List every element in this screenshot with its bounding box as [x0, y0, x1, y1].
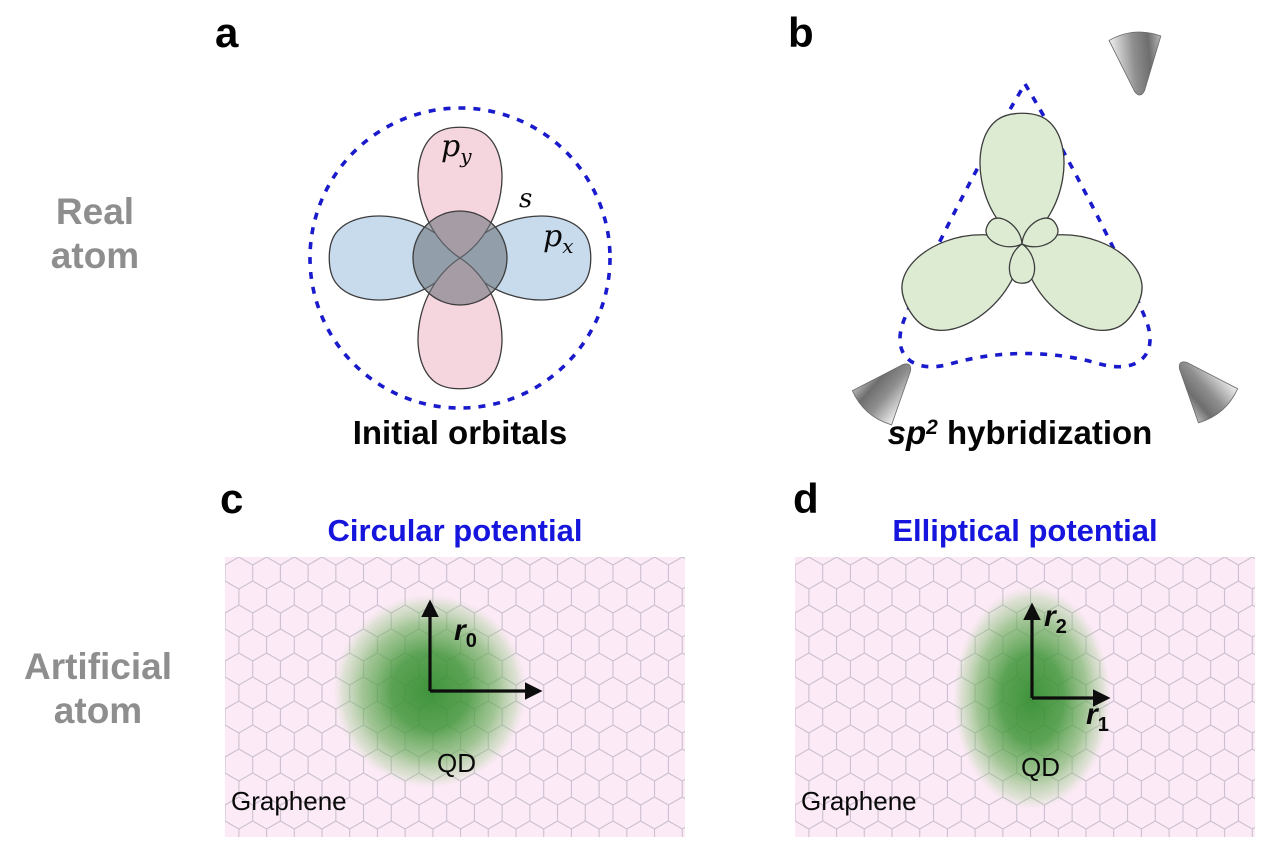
row-label-line: Artificial [23, 646, 173, 687]
radius-r2-label: r2 [1044, 600, 1067, 638]
panel-c-letter: c [220, 475, 244, 522]
graphene-elliptical-qd-diagram [795, 557, 1255, 837]
panel-d-title-text: Elliptical potential [892, 513, 1158, 548]
row-label-line: atom [53, 689, 143, 731]
r0-sub: 0 [465, 630, 477, 652]
atom-boundary-dashed-circle [308, 106, 612, 410]
py-label-base: p [441, 129, 461, 164]
graphene-label-c: Graphene [231, 788, 347, 814]
qd-label-c: QD [437, 750, 476, 776]
panel-a-caption: Initial orbitals [270, 416, 650, 449]
px-label-sub: x [562, 234, 574, 258]
panel-c-title: Circular potential [225, 515, 685, 546]
real-atom-orbitals-diagram [308, 106, 612, 410]
sp2-hybridization-diagram [851, 31, 1239, 426]
panel-d-title: Elliptical potential [795, 515, 1255, 546]
panel-c-title-text: Circular potential [327, 513, 583, 548]
sp2-minor-lobes [985, 217, 1059, 284]
s-orbital-label: s [519, 186, 532, 212]
qd-label-d-text: QD [1021, 752, 1060, 782]
s-label-text: s [519, 184, 533, 214]
panel-b-caption-sp: sp [887, 414, 927, 451]
qd-label-c-text: QD [437, 748, 476, 778]
graphene-label-c-text: Graphene [231, 786, 347, 816]
px-label-base: p [543, 219, 563, 254]
py-orbital-label: py [441, 129, 472, 168]
panel-b-caption-rest: hybridization [937, 414, 1153, 451]
r2-base: r [1044, 600, 1056, 633]
r1-sub: 1 [1097, 714, 1109, 736]
qd-label-d: QD [1021, 754, 1060, 780]
stm-tip-icon [1178, 361, 1239, 424]
px-orbital-label: px [543, 219, 574, 258]
row-label-line: Real [55, 191, 135, 232]
sp2-lobes [901, 112, 1143, 331]
stm-tip-icon [851, 363, 912, 426]
row-label-artificial-atom: Artificial atom [0, 645, 196, 732]
radius-r0-label: r0 [454, 614, 477, 652]
radius-axes [421, 599, 543, 700]
r1-base: r [1086, 698, 1098, 731]
row-label-line: atom [50, 234, 140, 276]
graphene-circular-qd-diagram [225, 557, 685, 837]
panel-b-caption: sp2 hybridization [795, 416, 1245, 449]
panel-a-letter: a [215, 9, 239, 56]
stm-tip-icon [1108, 31, 1162, 96]
r0-base: r [454, 614, 466, 647]
graphene-label-d-text: Graphene [801, 786, 917, 816]
graphene-label-d: Graphene [801, 788, 917, 814]
panel-a-caption-text: Initial orbitals [352, 414, 568, 451]
row-label-real-atom: Real atom [5, 190, 185, 277]
r2-sub: 2 [1055, 616, 1067, 638]
py-label-sub: y [460, 144, 472, 168]
panel-b-letter: b [788, 9, 814, 56]
radius-r1-label: r1 [1086, 698, 1109, 736]
panel-d-letter: d [793, 475, 819, 522]
panel-b-caption-sup: 2 [926, 416, 938, 439]
radius-axes [1023, 602, 1111, 707]
s-orbital [412, 210, 508, 306]
